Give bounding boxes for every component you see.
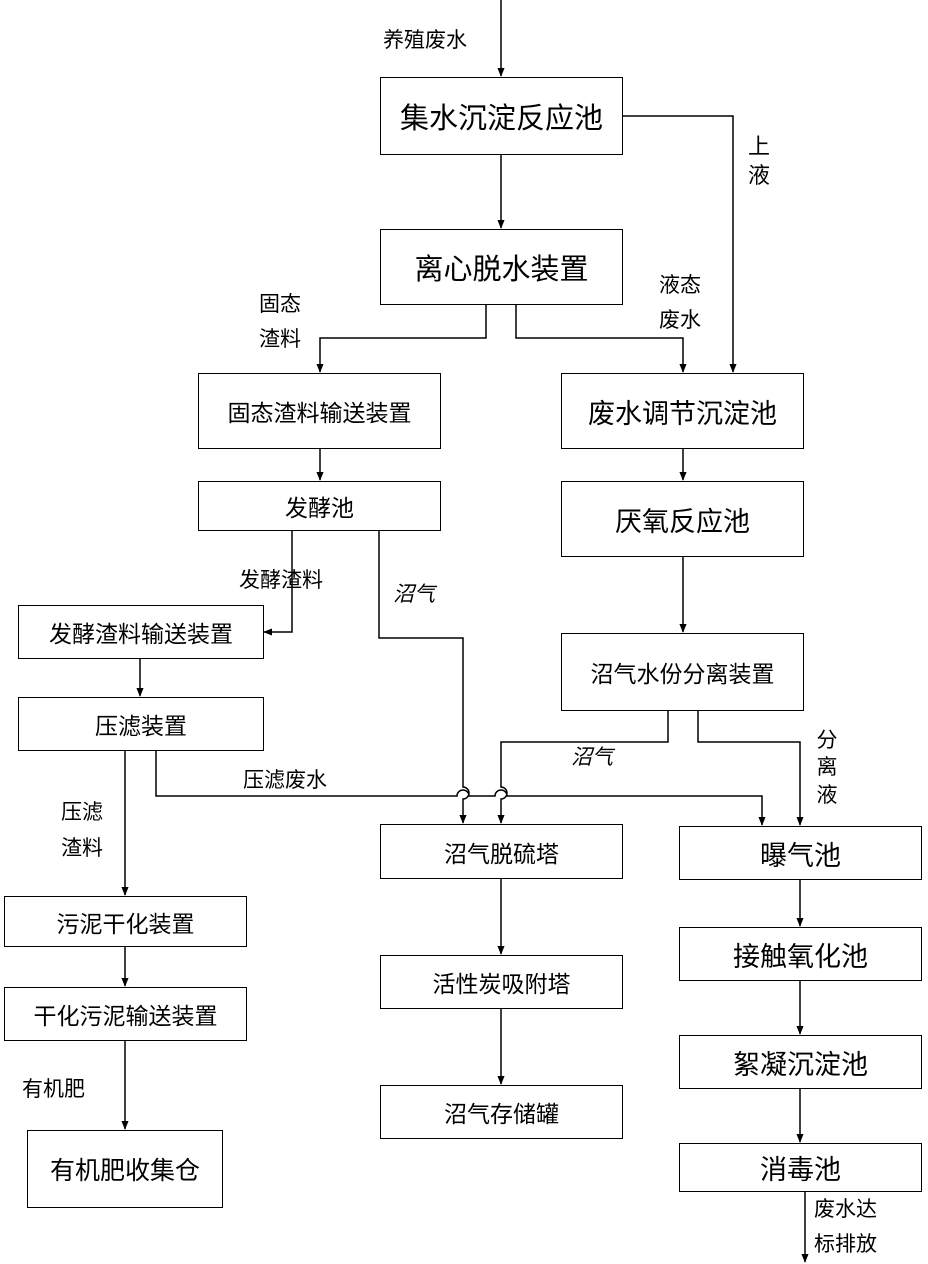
box-storage: 沼气存储罐 xyxy=(380,1085,623,1139)
label-press-ww: 压滤废水 xyxy=(243,768,327,792)
box-sludge-dry: 污泥干化装置 xyxy=(4,896,247,947)
label-liquid-ww-2: 废水 xyxy=(659,308,701,332)
box-carbon: 活性炭吸附塔 xyxy=(380,955,623,1009)
box-solid-convey: 固态渣料输送装置 xyxy=(198,373,441,449)
label-liquid-ww-1: 液态 xyxy=(659,273,701,297)
box-ferment: 发酵池 xyxy=(198,481,441,531)
label-discharge-2: 标排放 xyxy=(814,1232,877,1256)
arrow-supernatant xyxy=(623,115,737,373)
box-fert-store: 有机肥收集仓 xyxy=(27,1130,223,1208)
box-centrifuge: 离心脱水装置 xyxy=(380,229,623,305)
label-supernatant: 上液 xyxy=(747,135,770,189)
box-adjust: 废水调节沉淀池 xyxy=(561,373,804,449)
arrow-press-ww xyxy=(155,751,766,826)
label-separated-liquid: 分离液 xyxy=(816,728,838,807)
box-press: 压滤装置 xyxy=(18,697,264,751)
arrow-solid-slag xyxy=(316,305,487,373)
label-solid-slag-1: 固态 xyxy=(259,292,301,316)
arrow-liquid-ww xyxy=(515,305,687,373)
arrow-sep-biogas xyxy=(497,711,669,824)
label-biogas-2: 沼气 xyxy=(571,745,613,769)
arrow-sep-liquid xyxy=(697,711,804,826)
box-desulfur: 沼气脱硫塔 xyxy=(380,824,623,879)
box-floc: 絮凝沉淀池 xyxy=(679,1035,922,1089)
label-press-slag-2: 渣料 xyxy=(61,836,103,860)
label-ferment-slag: 发酵渣料 xyxy=(239,568,323,592)
box-dry-convey: 干化污泥输送装置 xyxy=(4,987,247,1041)
box-aeration: 曝气池 xyxy=(679,826,922,880)
arrow-ferment-biogas xyxy=(378,531,470,824)
label-discharge-1: 废水达 xyxy=(814,1197,877,1221)
box-contact: 接触氧化池 xyxy=(679,927,922,981)
label-organic-fert: 有机肥 xyxy=(22,1077,85,1101)
label-inflow: 养殖废水 xyxy=(383,28,467,52)
box-disinfect: 消毒池 xyxy=(679,1143,922,1192)
arrow-ferment-slag xyxy=(263,531,293,636)
box-collect: 集水沉淀反应池 xyxy=(380,77,623,155)
box-biogas-sep: 沼气水份分离装置 xyxy=(561,633,804,711)
label-solid-slag-2: 渣料 xyxy=(259,327,301,351)
box-ferment-convey: 发酵渣料输送装置 xyxy=(18,605,264,659)
box-anaerobic: 厌氧反应池 xyxy=(561,481,804,557)
label-press-slag-1: 压滤 xyxy=(61,800,103,824)
label-biogas-1: 沼气 xyxy=(393,582,435,606)
